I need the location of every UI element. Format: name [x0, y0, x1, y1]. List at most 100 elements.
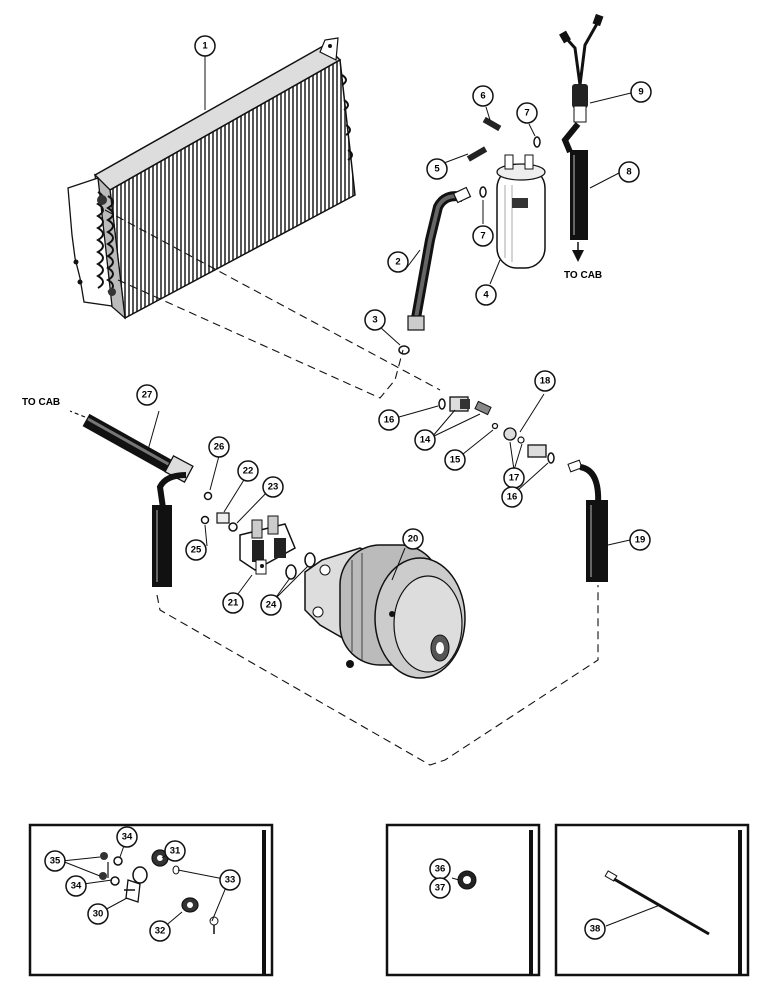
hose-8 [561, 122, 588, 240]
leader-lines [61, 56, 661, 929]
svg-text:8: 8 [626, 167, 631, 178]
callout-33: 33 [219, 869, 241, 891]
callout-5: 5 [426, 158, 448, 180]
receiver-drier [496, 154, 546, 269]
callout-34b: 34 [65, 875, 87, 897]
svg-text:36: 36 [435, 864, 446, 875]
svg-text:31: 31 [170, 846, 181, 857]
seal-15 [491, 422, 499, 430]
callout-38: 38 [584, 918, 606, 940]
svg-text:33: 33 [225, 875, 236, 886]
callout-26: 26 [208, 436, 230, 458]
callout-17: 17 [503, 467, 525, 489]
o-rings-24 [285, 552, 316, 580]
svg-text:16: 16 [384, 415, 395, 426]
callout-36: 36 [429, 858, 451, 880]
callout-20: 20 [402, 528, 424, 550]
svg-text:5: 5 [434, 164, 440, 175]
svg-text:21: 21 [228, 598, 239, 609]
svg-text:6: 6 [480, 91, 485, 102]
svg-text:1: 1 [202, 41, 208, 52]
svg-text:37: 37 [435, 883, 446, 894]
callout-32: 32 [149, 920, 171, 942]
o-ring-25 [200, 515, 210, 525]
o-ring-26 [203, 491, 213, 501]
valve-6 [482, 116, 502, 132]
callout-25: 25 [185, 539, 207, 561]
callout-1: 1 [194, 35, 216, 57]
callout-19: 19 [629, 529, 651, 551]
o-ring-16a [438, 398, 446, 410]
svg-text:22: 22 [243, 466, 254, 477]
switch-9 [559, 13, 604, 123]
callout-2: 2 [387, 251, 409, 273]
svg-text:26: 26 [214, 442, 225, 453]
callout-16b: 16 [501, 486, 523, 508]
svg-text:19: 19 [635, 535, 646, 546]
hose-27 [82, 413, 194, 587]
washer-23 [228, 522, 238, 532]
callout-37: 37 [429, 877, 451, 899]
svg-text:15: 15 [450, 455, 461, 466]
callout-18: 18 [534, 370, 556, 392]
callout-34a: 34 [116, 826, 138, 848]
detail-panel-3 [554, 823, 750, 977]
svg-text:32: 32 [155, 926, 166, 937]
o-ring-7a [533, 136, 541, 148]
svg-text:14: 14 [420, 435, 431, 446]
fitting-14 [449, 396, 492, 416]
callout-3: 3 [364, 309, 386, 331]
svg-text:34: 34 [122, 832, 133, 843]
callout-30: 30 [87, 903, 109, 925]
detail-panel-2 [385, 823, 541, 977]
callout-27: 27 [136, 384, 158, 406]
callout-16a: 16 [378, 409, 400, 431]
svg-text:7: 7 [480, 231, 485, 242]
hose-19 [567, 459, 608, 582]
fitting-17 [503, 427, 547, 458]
callout-8: 8 [618, 161, 640, 183]
svg-text:23: 23 [268, 482, 279, 493]
svg-text:4: 4 [483, 290, 489, 301]
svg-text:9: 9 [638, 87, 643, 98]
svg-text:3: 3 [372, 315, 377, 326]
svg-text:35: 35 [50, 856, 61, 867]
callout-7b: 7 [472, 225, 494, 247]
callout-7a: 7 [516, 102, 538, 124]
callout-14: 14 [414, 429, 436, 451]
to-cab-label-left: TO CAB [22, 397, 60, 408]
svg-text:25: 25 [191, 545, 202, 556]
routing-lines [104, 209, 599, 766]
svg-text:30: 30 [93, 909, 104, 920]
svg-text:20: 20 [408, 534, 419, 545]
callout-21: 21 [222, 592, 244, 614]
hose-2 [407, 186, 472, 331]
callout-24: 24 [260, 594, 282, 616]
detail-panel-1 [28, 823, 274, 977]
bolt-22 [216, 512, 230, 524]
svg-text:38: 38 [590, 924, 601, 935]
o-ring-3 [398, 345, 410, 355]
to-cab-arrow-left [69, 410, 86, 418]
to-cab-label-right: TO CAB [564, 270, 602, 281]
callout-6: 6 [472, 85, 494, 107]
callout-35: 35 [44, 850, 66, 872]
svg-text:7: 7 [524, 108, 529, 119]
callout-9: 9 [630, 81, 652, 103]
callout-22: 22 [237, 460, 259, 482]
svg-text:34: 34 [71, 881, 82, 892]
svg-text:18: 18 [540, 376, 551, 387]
svg-text:24: 24 [266, 600, 277, 611]
manifold-21 [239, 515, 296, 575]
svg-text:27: 27 [142, 390, 153, 401]
callout-15: 15 [444, 449, 466, 471]
svg-text:16: 16 [507, 492, 518, 503]
valve-5 [466, 146, 488, 162]
svg-text:17: 17 [509, 473, 520, 484]
callout-4: 4 [475, 284, 497, 306]
o-ring-7b [479, 186, 487, 198]
condenser [67, 37, 356, 320]
svg-text:2: 2 [395, 257, 400, 268]
o-ring-16b [547, 452, 555, 464]
callout-23: 23 [262, 476, 284, 498]
